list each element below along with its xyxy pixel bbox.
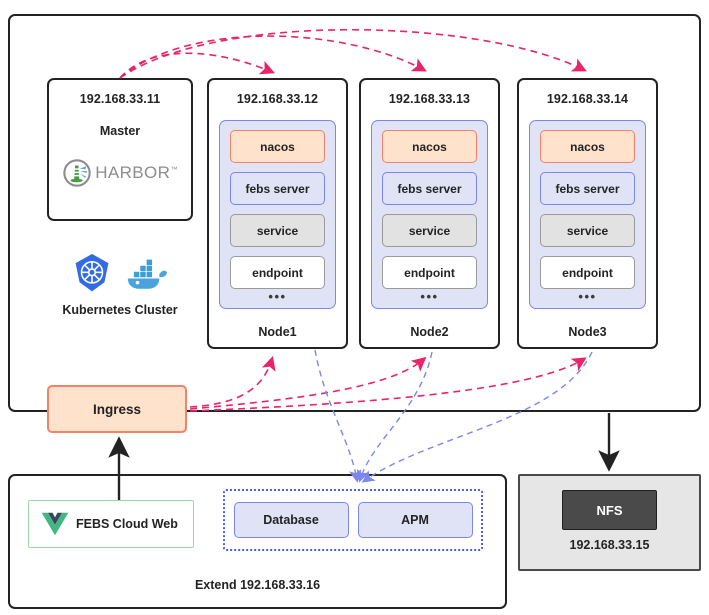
node2-layer-endpoint[interactable]: endpoint bbox=[382, 256, 477, 289]
node3-layer-nacos[interactable]: nacos bbox=[540, 130, 635, 163]
apm-box[interactable]: APM bbox=[357, 502, 473, 538]
node1-layer-stack: nacos febs server service endpoint ••• bbox=[219, 120, 336, 309]
node3-name: Node3 bbox=[568, 325, 607, 339]
node2-layer-febs[interactable]: febs server bbox=[382, 172, 477, 205]
node3-layer-service[interactable]: service bbox=[540, 214, 635, 247]
master-role: Master bbox=[99, 124, 141, 138]
node2-ip: 192.168.33.13 bbox=[388, 92, 471, 106]
node2-ellipsis: ••• bbox=[420, 289, 439, 304]
node3-ellipsis: ••• bbox=[578, 289, 597, 304]
platform-caption: Kubernetes Cluster bbox=[62, 303, 178, 317]
node1-layer-endpoint[interactable]: endpoint bbox=[230, 256, 325, 289]
harbor-icon bbox=[63, 159, 91, 187]
host-node2[interactable]: 192.168.33.13 nacos febs server service … bbox=[359, 78, 500, 349]
nfs-ip-label: 192.168.33.15 bbox=[569, 538, 650, 552]
ingress-box[interactable]: Ingress bbox=[47, 385, 187, 433]
node3-layer-febs[interactable]: febs server bbox=[540, 172, 635, 205]
vue-logo-icon bbox=[41, 512, 69, 536]
node3-layer-stack: nacos febs server service endpoint ••• bbox=[529, 120, 646, 309]
master-ip: 192.168.33.11 bbox=[79, 92, 161, 106]
host-node1[interactable]: 192.168.33.12 nacos febs server service … bbox=[207, 78, 348, 349]
node2-name: Node2 bbox=[410, 325, 449, 339]
node2-layer-service[interactable]: service bbox=[382, 214, 477, 247]
harbor-logo-group: HARBOR™ bbox=[49, 158, 191, 188]
node3-layer-endpoint[interactable]: endpoint bbox=[540, 256, 635, 289]
extend-services-group: Database APM bbox=[223, 489, 483, 551]
febs-cloud-web-label: FEBS Cloud Web bbox=[76, 517, 178, 531]
node3-ip: 192.168.33.14 bbox=[546, 92, 629, 106]
harbor-wordmark: HARBOR™ bbox=[95, 163, 178, 182]
node2-layer-nacos[interactable]: nacos bbox=[382, 130, 477, 163]
host-node3[interactable]: 192.168.33.14 nacos febs server service … bbox=[517, 78, 658, 349]
node1-layer-nacos[interactable]: nacos bbox=[230, 130, 325, 163]
node2-layer-stack: nacos febs server service endpoint ••• bbox=[371, 120, 488, 309]
database-box[interactable]: Database bbox=[233, 502, 349, 538]
node1-layer-febs[interactable]: febs server bbox=[230, 172, 325, 205]
node1-name: Node1 bbox=[258, 325, 297, 339]
node1-layer-service[interactable]: service bbox=[230, 214, 325, 247]
platform-logo-group: Kubernetes Cluster bbox=[47, 252, 193, 317]
nfs-box[interactable]: NFS bbox=[562, 490, 657, 530]
node1-ellipsis: ••• bbox=[268, 289, 287, 304]
kubernetes-logo-icon bbox=[75, 253, 109, 292]
host-master[interactable]: 192.168.33.11 Master HARBOR™ bbox=[47, 78, 193, 221]
extend-caption: Extend 192.168.33.16 bbox=[194, 578, 321, 592]
docker-logo-icon bbox=[127, 259, 168, 289]
febs-cloud-web-box[interactable]: FEBS Cloud Web bbox=[28, 500, 194, 548]
node1-ip: 192.168.33.12 bbox=[236, 92, 319, 106]
